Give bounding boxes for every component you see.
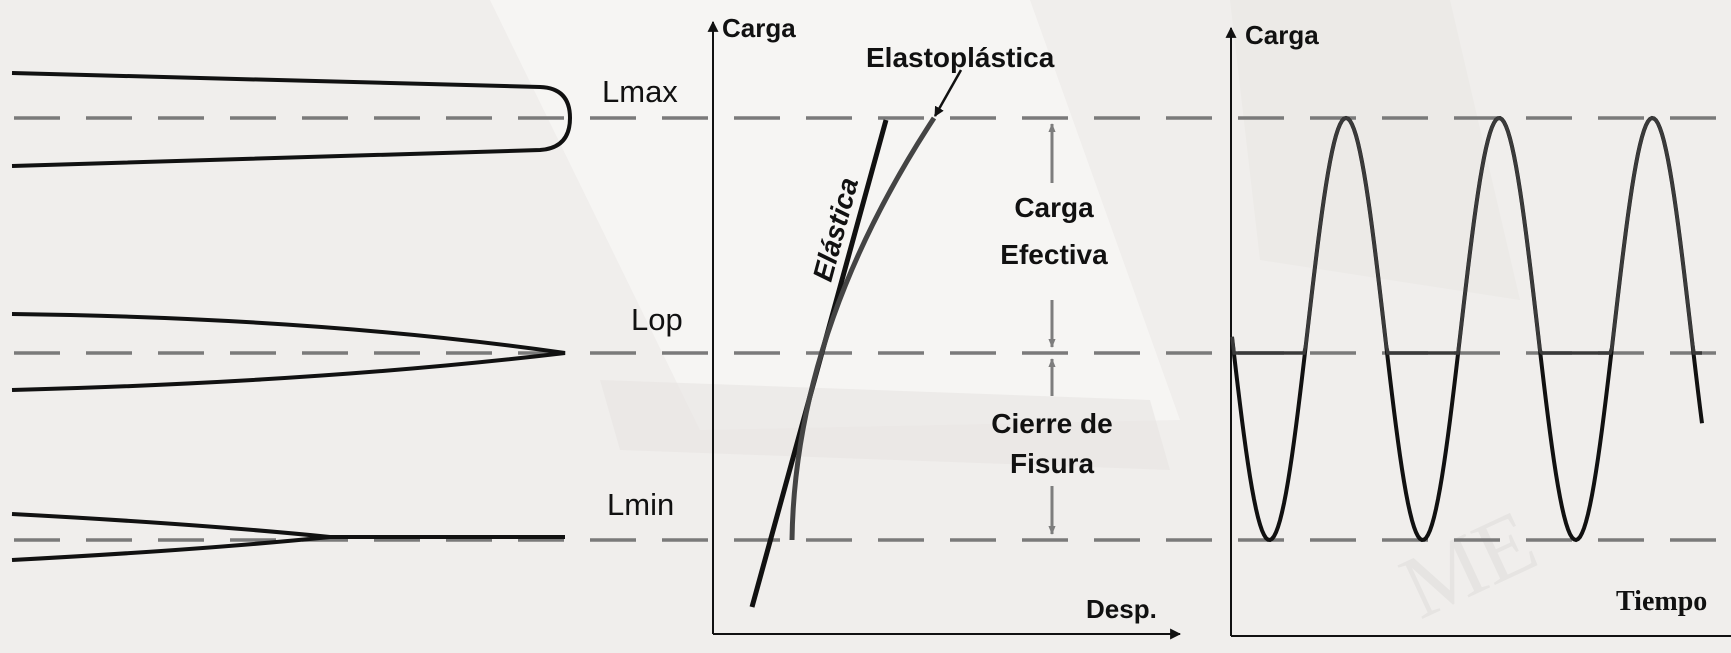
crack-closed-profile xyxy=(11,512,565,562)
crack-opening-profile xyxy=(11,312,566,392)
crack-open-profile xyxy=(11,71,573,168)
crack-closure-label-line1: Cierre de xyxy=(991,408,1112,439)
range-labels: Carga Efectiva Cierre de Fisura xyxy=(991,192,1112,479)
lmin-label: Lmin xyxy=(607,487,674,522)
right-y-axis-label: Carga xyxy=(1245,20,1319,50)
crack-closure-label-line2: Fisura xyxy=(1010,448,1094,479)
lmax-label: Lmax xyxy=(602,74,678,109)
lop-label: Lop xyxy=(631,302,683,337)
effective-load-label-line2: Efectiva xyxy=(1000,239,1108,270)
load-displacement-axes xyxy=(707,20,1182,640)
right-x-axis-label: Tiempo xyxy=(1616,586,1707,617)
effective-load-label-line1: Carga xyxy=(1014,192,1094,223)
elastoplastic-pointer-arrow xyxy=(933,69,963,117)
elastoplastic-curve xyxy=(789,116,937,541)
middle-y-axis-label: Carga xyxy=(722,13,796,43)
effective-load-wave xyxy=(1230,116,1702,355)
elastoplastic-label: Elastoplástica xyxy=(866,42,1055,73)
crack-profiles xyxy=(11,71,573,562)
load-time-axes xyxy=(1225,26,1731,637)
middle-x-axis-label: Desp. xyxy=(1086,594,1157,624)
